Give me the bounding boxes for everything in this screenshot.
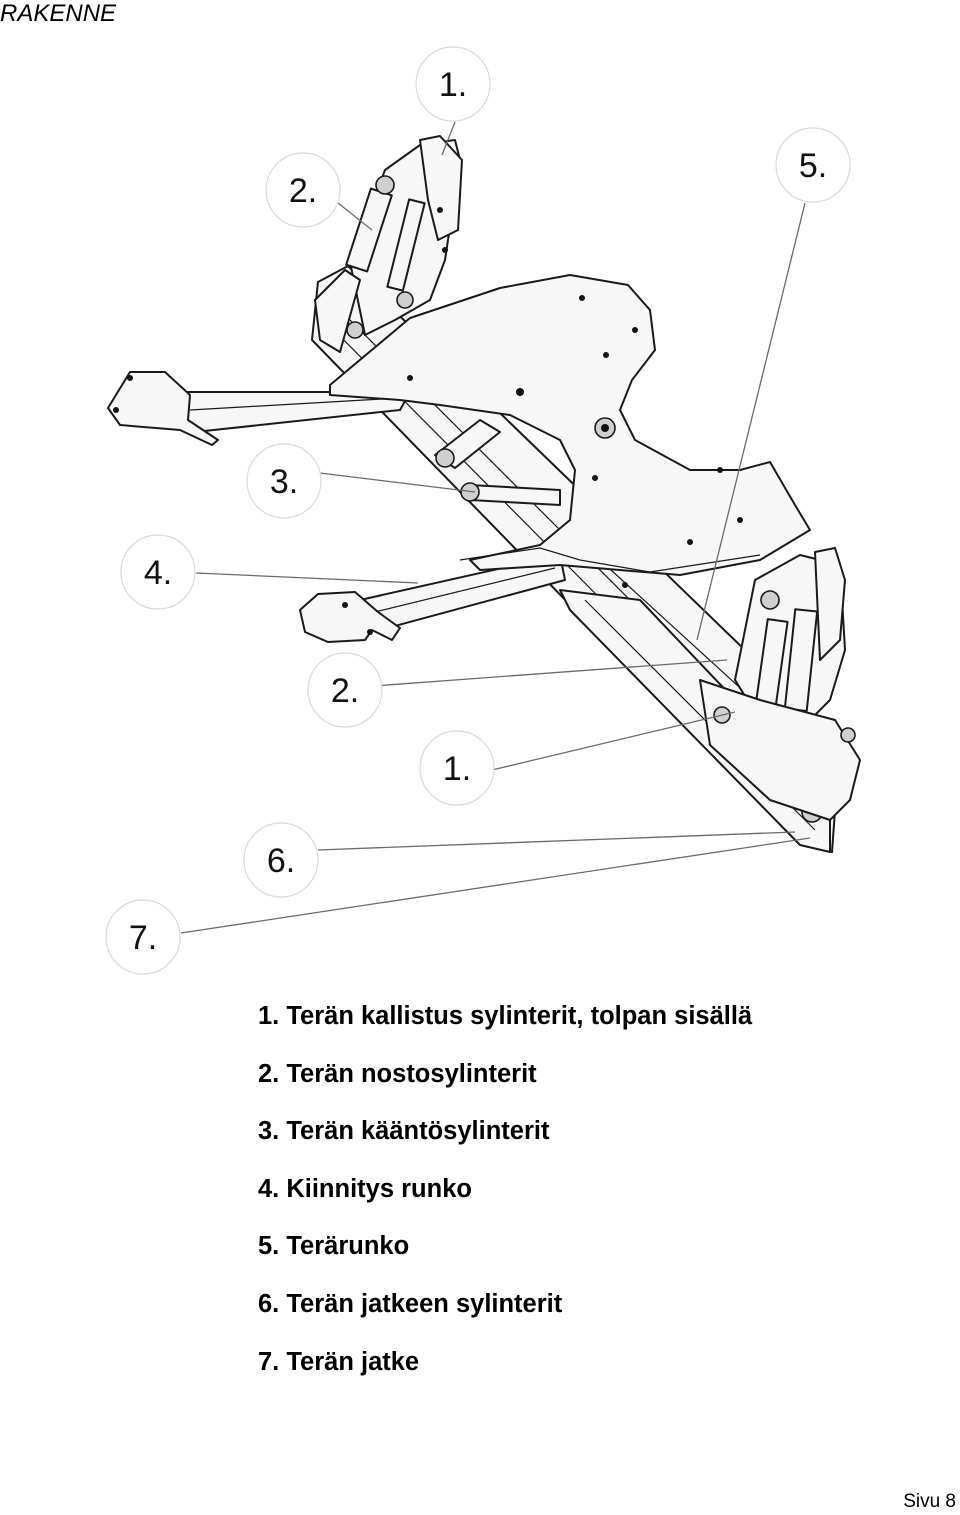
callout-7: 7.: [105, 899, 181, 975]
callout-5: 5.: [775, 127, 851, 203]
callout-5-label: 5.: [799, 147, 827, 185]
callout-3: 3.: [246, 443, 322, 519]
legend-item: 2. Terän nostosylinterit: [258, 1059, 537, 1088]
callout-6-label: 6.: [267, 842, 295, 880]
legend-item: 7. Terän jatke: [258, 1347, 420, 1376]
top-cylinder-post: [314, 135, 463, 353]
plow-assembly-drawing: 1. 2. 5. 3. 4. 2. 1. 6. 7.: [105, 46, 861, 975]
legend-item: 3. Terän kääntösylinterit: [258, 1117, 550, 1146]
legend-item: 1. Terän kallistus sylinterit, tolpan si…: [258, 1002, 753, 1030]
turntable-plate: [329, 274, 811, 588]
page-title: RAKENNE: [0, 0, 117, 27]
callout-2-bottom-label: 2.: [331, 672, 359, 710]
callout-4-label: 4.: [144, 554, 172, 592]
callout-2-top-label: 2.: [289, 172, 317, 210]
legend-item: 4. Kiinnitys runko: [258, 1174, 472, 1203]
leader-lines: [180, 121, 811, 934]
callout-4: 4.: [120, 534, 196, 610]
callout-2-top: 2.: [265, 152, 341, 228]
parts-legend: 1. Terän kallistus sylinterit, tolpan si…: [258, 1000, 752, 1403]
page-number: Sivu 8: [903, 1491, 956, 1512]
callout-6: 6.: [243, 822, 319, 898]
legend-item: 6. Terän jatkeen sylinterit: [258, 1289, 563, 1318]
callout-1-top: 1.: [415, 46, 491, 122]
callout-1-top-label: 1.: [439, 66, 467, 104]
callout-7-label: 7.: [129, 919, 157, 957]
callout-3-label: 3.: [270, 463, 298, 501]
callout-1-bottom-label: 1.: [443, 750, 471, 788]
callout-2-bottom: 2.: [307, 652, 383, 728]
legend-item: 5. Terärunko: [258, 1232, 410, 1261]
callout-1-bottom: 1.: [419, 730, 495, 806]
bottom-cylinder-post: [699, 547, 861, 823]
